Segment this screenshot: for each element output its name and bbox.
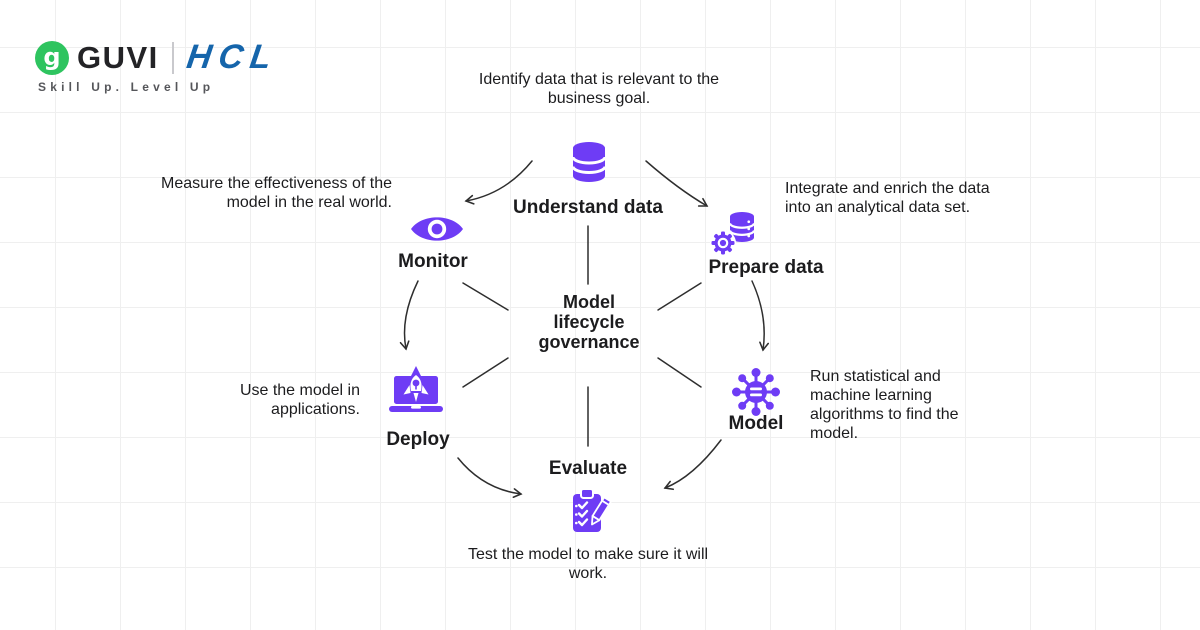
arrow-model-to-evaluate (663, 439, 722, 491)
logo-divider (171, 41, 175, 74)
eye-icon (409, 210, 465, 253)
clipboard-check-icon (566, 486, 616, 545)
arrow-monitor-to-deploy (399, 280, 419, 351)
prepare-data-label: Prepare data (708, 257, 824, 278)
monitor-label: Monitor (398, 251, 468, 272)
deploy-label: Deploy (386, 429, 450, 450)
spoke-deploy (462, 357, 509, 388)
arrow-prepare-to-model (751, 280, 769, 352)
prepare-data-description: Integrate and enrich the data into an an… (785, 180, 990, 216)
model-label: Model (728, 413, 784, 434)
database-icon (565, 138, 613, 191)
model-description: Run statistical and machine learning alg… (810, 368, 959, 442)
arrow-understand-to-prepare (645, 160, 709, 207)
evaluate-description: Test the model to make sure it will work… (467, 546, 709, 582)
database-gear-icon (708, 207, 760, 264)
guvi-wordmark: GUVI (77, 39, 159, 75)
guvi-logo-icon: g (35, 40, 69, 75)
spoke-monitor (462, 282, 509, 311)
arrow-understand-to-monitor (464, 160, 533, 205)
center-title-line-3: governance (538, 332, 640, 352)
center-title-line-2: lifecycle (553, 312, 625, 332)
center-title-line-1: Model (563, 292, 615, 312)
understand-data-label: Understand data (513, 197, 663, 218)
understand-data-description: Identify data that is relevant to the bu… (478, 71, 720, 107)
brand-tagline: Skill Up. Level Up (38, 80, 215, 94)
spoke-prepare (657, 282, 702, 311)
arrow-deploy-to-evaluate (457, 457, 523, 499)
ml-network-icon (730, 366, 782, 423)
spoke-model (657, 357, 702, 388)
rocket-laptop-icon (387, 364, 445, 419)
monitor-description: Measure the effectiveness of the model i… (161, 175, 392, 211)
brand-logo: g GUVI HCL (35, 38, 281, 77)
center-title: Model lifecycle governance (489, 292, 689, 352)
evaluate-label: Evaluate (548, 458, 628, 479)
deploy-description: Use the model in applications. (239, 382, 360, 418)
